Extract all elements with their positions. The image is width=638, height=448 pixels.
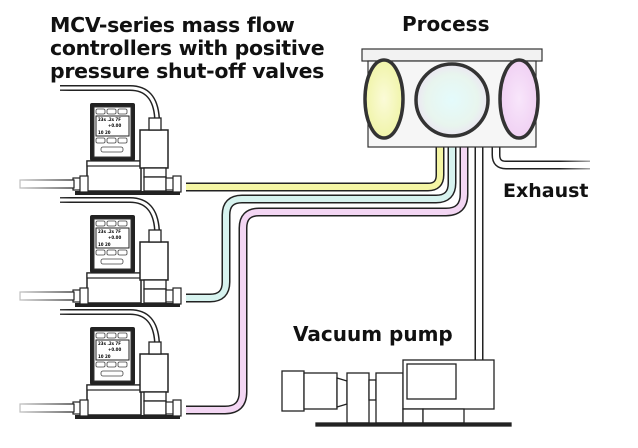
exhaust-label: Exhaust: [503, 180, 589, 202]
gas-line-cyan: [186, 140, 455, 301]
exhaust-line: [493, 140, 595, 168]
title-line: pressure shut-off valves: [50, 59, 325, 83]
vacuum-pump: [281, 359, 512, 427]
left-port: [363, 58, 405, 140]
gas-line-yellow: [186, 140, 443, 190]
gas-line-pink: [186, 140, 467, 413]
process-chamber: [361, 48, 543, 148]
gas-lines: [186, 135, 610, 415]
process-label: Process: [402, 12, 490, 36]
diagram-title: MCV-series mass flow controllers with po…: [50, 13, 325, 83]
right-port: [498, 58, 540, 140]
vacuum-pump-label: Vacuum pump: [293, 322, 453, 346]
title-line: MCV-series mass flow: [50, 13, 295, 37]
title-line: controllers with positive: [50, 36, 325, 60]
center-port: [414, 62, 490, 138]
